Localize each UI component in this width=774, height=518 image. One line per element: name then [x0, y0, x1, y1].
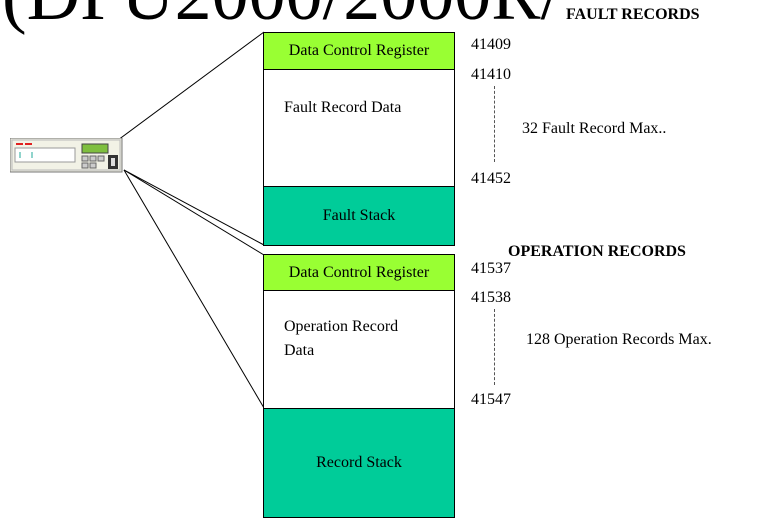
- operation-addr-data-end: 41547: [471, 391, 511, 408]
- fault-addr-data-end: 41452: [471, 170, 511, 187]
- record-stack-label: Record Stack: [316, 454, 402, 471]
- operation-records-heading: OPERATION RECORDS: [508, 243, 686, 260]
- operation-addr-start: 41537: [471, 260, 511, 277]
- fault-addr-data-start: 41410: [471, 66, 511, 83]
- page-title: (DPU2000/2000R/1500R): [2, 0, 560, 32]
- relay-device-icon: [10, 138, 123, 173]
- fault-max-note: 32 Fault Record Max..: [522, 120, 667, 137]
- fault-range-dash: [494, 86, 495, 162]
- operation-control-register-box: Data Control Register: [263, 254, 455, 291]
- fault-stack-box: Fault Stack: [263, 186, 455, 246]
- page-title-clip: (DPU2000/2000R/1500R): [0, 0, 560, 52]
- fault-record-data-box: Fault Record Data: [263, 69, 455, 187]
- fault-addr-start: 41409: [471, 36, 511, 53]
- operation-range-dash: [494, 309, 495, 385]
- operation-record-data-box: Operation Record Data: [263, 290, 455, 409]
- operation-control-register-label: Data Control Register: [288, 263, 430, 281]
- fault-record-data-label: Fault Record Data: [284, 99, 402, 116]
- operation-max-note: 128 Operation Records Max.: [526, 331, 712, 348]
- record-stack-box: Record Stack: [263, 408, 455, 518]
- fault-control-register-box: Data Control Register: [263, 32, 455, 70]
- operation-addr-data-start: 41538: [471, 289, 511, 306]
- fault-records-heading: FAULT RECORDS: [566, 6, 700, 23]
- fault-stack-label: Fault Stack: [322, 207, 396, 224]
- fault-control-register-label: Data Control Register: [288, 42, 430, 59]
- operation-record-data-label: Operation Record Data: [284, 318, 399, 359]
